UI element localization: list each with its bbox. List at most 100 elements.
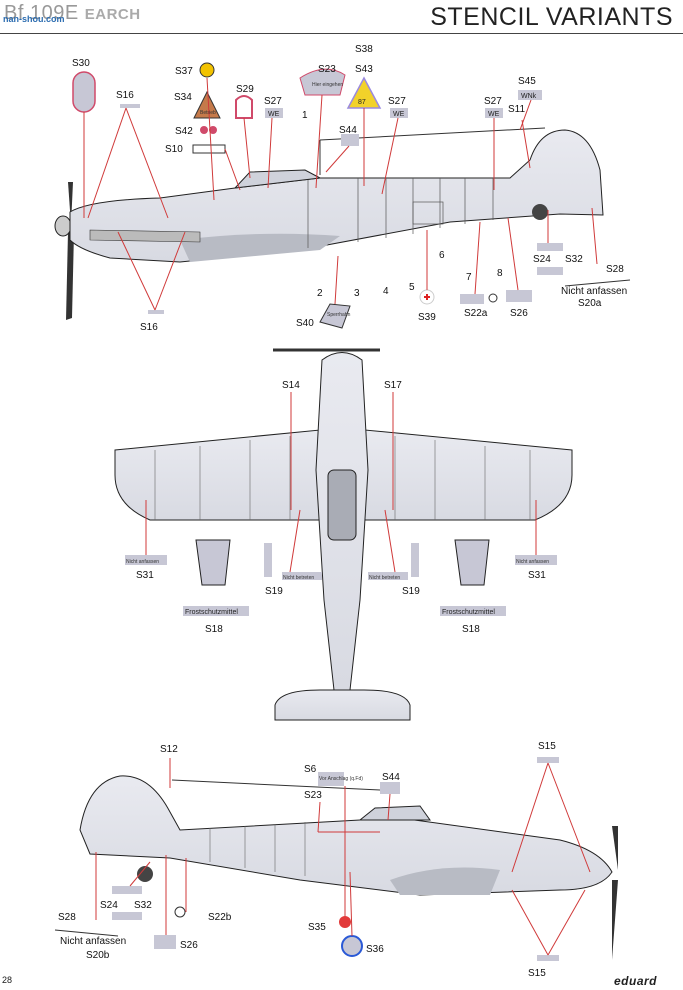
label-s16-lower: S16 — [140, 322, 158, 333]
s34-plate-text: Betrieb — [200, 110, 216, 116]
stencil-s29-icon — [235, 95, 253, 119]
exhaust-area — [89, 229, 201, 243]
wing-root-shadow — [180, 233, 340, 262]
top-right-wing — [364, 429, 573, 521]
right-side-stencils: Vor Anschlag (q.Fd) Nicht anfassen — [54, 757, 559, 961]
label-s45: S45 — [518, 76, 536, 87]
stencil-s34-icon — [193, 90, 221, 119]
label-s10: S10 — [165, 144, 183, 155]
label-s28: S28 — [606, 264, 624, 275]
right-propeller-upper — [612, 826, 618, 870]
panel-number-6: 6 — [439, 250, 445, 261]
top-canopy — [327, 469, 357, 541]
stencil-s44-right-plate — [380, 782, 400, 794]
stencil-s22a-plate — [460, 294, 484, 304]
label-s15-upper: S15 — [538, 741, 556, 752]
stencil-s18-left-plate — [195, 539, 231, 586]
stencil-s36-icon — [341, 935, 363, 957]
stencil-s30-plate — [72, 71, 96, 113]
side-panel-lines — [307, 178, 494, 248]
site-watermark: nan-shou.com — [3, 14, 65, 24]
label-s16-upper: S16 — [116, 90, 134, 101]
label-s14: S14 — [282, 380, 300, 391]
page-title: STENCIL VARIANTS — [430, 3, 673, 31]
label-s6: S6 — [304, 764, 317, 775]
side-fuselage — [69, 129, 604, 263]
label-s18-right: S18 — [462, 624, 480, 635]
label-s26: S26 — [510, 308, 528, 319]
label-s32: S32 — [565, 254, 583, 265]
label-s18-left: S18 — [205, 624, 223, 635]
label-s40: S40 — [296, 318, 314, 329]
stencil-s15-upper-plate — [537, 757, 559, 763]
stencil-s10-plate — [192, 144, 226, 154]
s19-left-text: Nicht betreten — [283, 575, 314, 581]
tail-wheel — [532, 204, 548, 220]
s19-left-vertical-plate — [264, 543, 272, 577]
label-s42: S42 — [175, 126, 193, 137]
panel-number-4: 4 — [383, 286, 389, 297]
stencil-s18-right-plate — [454, 539, 490, 586]
label-s19-right: S19 — [402, 586, 420, 597]
label-s37: S37 — [175, 66, 193, 77]
panel-number-5: 5 — [409, 282, 415, 293]
side-view-stencils: Betrieb WE Hier eingehen 87 WE WE WNk — [72, 62, 631, 329]
label-s23: S23 — [318, 64, 336, 75]
stencil-s42-left — [200, 126, 208, 134]
stencil-s31-left-plate — [125, 555, 167, 565]
right-side-canopy — [358, 805, 431, 821]
top-panel-lines — [154, 436, 531, 520]
s19-right-text: Nicht betreten — [369, 575, 400, 581]
stencil-s23-plate — [299, 68, 346, 96]
label-s31-right: S31 — [528, 570, 546, 581]
s27-left-text: WE — [268, 111, 280, 118]
label-s35: S35 — [308, 922, 326, 933]
stencil-s45-plate — [518, 90, 542, 100]
label-s43: S43 — [355, 64, 373, 75]
label-s26-right: S26 — [180, 940, 198, 951]
s40-plate-text: Sperrhahn — [327, 312, 351, 318]
s23-plate-text: Hier eingehen — [312, 82, 343, 88]
s18-right-text: Frostschutzmittel — [442, 609, 495, 616]
stencil-s22b-ring — [174, 906, 186, 918]
s43-triangle-text: 87 — [358, 99, 366, 106]
s19-right-plate — [368, 572, 408, 580]
s20b-arrow-line — [54, 929, 119, 937]
stencil-s27-right-plate — [485, 108, 503, 118]
right-wing-root-shadow — [390, 867, 500, 895]
label-s44-right: S44 — [382, 772, 400, 783]
label-s32-right: S32 — [134, 900, 152, 911]
s31-left-text: Nicht anfassen — [126, 559, 159, 565]
stencil-s26-plate — [506, 290, 532, 302]
s19-left-plate — [282, 572, 322, 580]
stencil-s24-plate — [537, 243, 563, 251]
stencil-s35-icon — [339, 916, 351, 928]
panel-number-7: 7 — [466, 272, 472, 283]
label-s17: S17 — [384, 380, 402, 391]
s27-mid-text: WE — [393, 111, 405, 118]
top-view-labels: S14 S17 S31 S31 S19 S19 S18 S18 — [136, 380, 546, 635]
stencil-s32-right-plate — [112, 912, 142, 920]
top-tailplane — [274, 689, 411, 721]
label-s12: S12 — [160, 744, 178, 755]
label-s39: S39 — [418, 312, 436, 323]
stencil-s15-lower-plate — [537, 955, 559, 961]
panel-number-8: 8 — [497, 268, 503, 279]
label-s23-right: S23 — [304, 790, 322, 801]
stencil-s44-plate — [341, 134, 359, 146]
header-watermark: EARCH — [84, 6, 141, 23]
label-s28-right: S28 — [58, 912, 76, 923]
s18-right-band — [440, 606, 506, 616]
label-s30: S30 — [72, 58, 90, 69]
label-s11: S11 — [508, 104, 525, 115]
propeller-blade-lower — [66, 232, 74, 320]
s20a-plate-text: Nicht anfassen — [561, 286, 627, 297]
label-s27-right: S27 — [484, 96, 502, 107]
header-model: Bf 109E — [4, 2, 79, 24]
spinner — [54, 215, 72, 237]
s18-left-text: Frostschutzmittel — [185, 609, 238, 616]
stencil-s37-icon — [199, 62, 215, 78]
panel-number-2: 2 — [317, 288, 323, 299]
s20a-arrow-line — [564, 279, 631, 287]
